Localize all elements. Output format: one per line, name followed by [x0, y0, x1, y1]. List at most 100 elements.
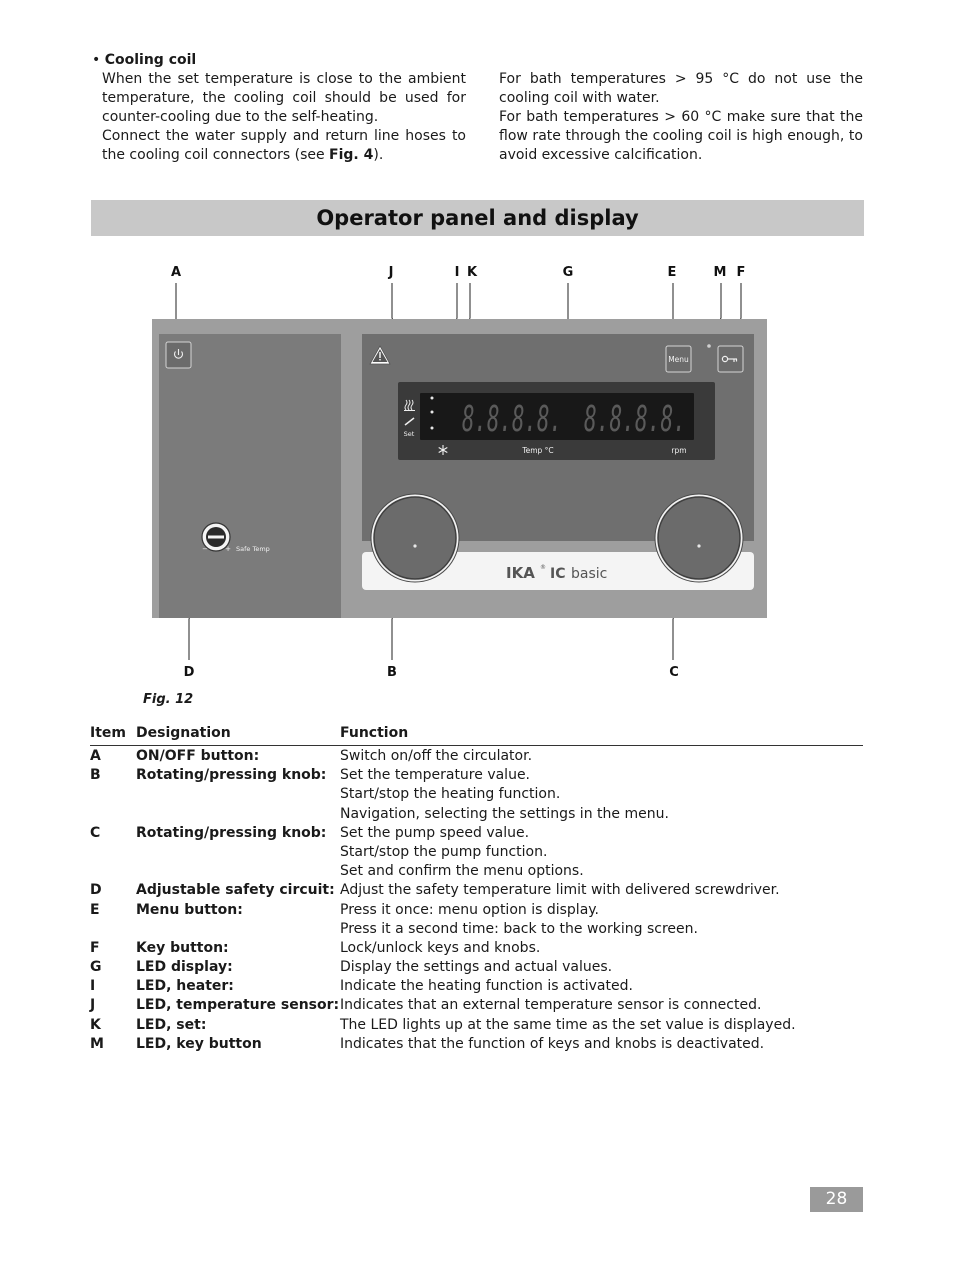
cooling-coil-paragraph-1: When the set temperature is close to the…	[102, 71, 466, 125]
sensor-led	[430, 410, 434, 414]
section-title: Operator panel and display	[316, 206, 639, 230]
row-item: A	[90, 748, 101, 764]
temperature-knob[interactable]	[370, 493, 460, 583]
callout-label-c: C	[669, 665, 679, 680]
row-designation: Rotating/pressing knob:	[136, 767, 327, 784]
temp-digits: 8.8.8.8.	[462, 399, 562, 440]
row-item: C	[90, 824, 101, 841]
row-item: J	[90, 997, 96, 1014]
speed-digits: 8.8.8.8.	[584, 399, 686, 440]
row-designation: Menu button:	[136, 901, 243, 918]
section-bar: Operator panel and display	[91, 200, 864, 236]
key-led	[707, 344, 711, 348]
function-line: Switch on/off the circulator.	[340, 748, 533, 764]
row-function: The LED lights up at the same time as th…	[340, 1016, 863, 1035]
row-designation: Key button:	[136, 939, 229, 956]
bath-temperature-notes: For bath temperatures > 95 °C do not use…	[499, 70, 863, 165]
safety-circuit-dial[interactable]	[201, 522, 231, 552]
table-row: A ON/OFF button: Switch on/off the circula…	[90, 747, 863, 766]
power-icon	[173, 349, 184, 359]
row-item: D	[90, 882, 102, 899]
menu-button[interactable]: Menu	[665, 345, 692, 373]
row-item: B	[90, 767, 101, 784]
function-line: Display the settings and actual values.	[340, 959, 613, 976]
row-function: Switch on/off the circulator.	[340, 747, 863, 766]
power-button[interactable]	[165, 341, 192, 369]
safety-plus-label: +	[225, 545, 231, 553]
brand-name: IKA	[506, 564, 535, 582]
callout-label-k: K	[467, 265, 478, 280]
brand-strip	[362, 552, 754, 590]
row-designation: Rotating/pressing knob:	[136, 824, 327, 841]
paragraph-text: Connect the water supply and return line…	[102, 128, 466, 163]
cooling-coil-paragraph-2: Connect the water supply and return line…	[92, 127, 466, 165]
row-item: E	[90, 901, 100, 918]
function-line: Start/stop the pump function.	[340, 843, 548, 860]
pump-speed-knob[interactable]	[654, 493, 744, 583]
page-number: 28	[810, 1187, 863, 1212]
operator-panel-figure: A J I K G E M F D B C Menu	[152, 265, 767, 680]
row-item: F	[90, 939, 100, 956]
row-function: Indicate the heating function is activat…	[340, 977, 863, 996]
set-led	[430, 426, 434, 430]
callout-label-g: G	[563, 265, 574, 280]
safe-temp-label: Safe Temp	[236, 545, 270, 553]
key-button[interactable]	[717, 345, 744, 373]
callout-label-f: F	[737, 265, 746, 280]
temp-unit-label: Temp °C	[521, 446, 553, 455]
function-line: Start/stop the heating function.	[340, 786, 561, 803]
table-row: M LED, key button Indicates that the funct…	[90, 1035, 863, 1054]
callout-label-i: I	[455, 265, 460, 280]
rpm-unit-label: rpm	[671, 446, 686, 455]
cooling-coil-heading: • Cooling coil	[92, 51, 466, 70]
table-row: K LED, set: The LED lights up at the same …	[90, 1016, 863, 1035]
function-line: Set the pump speed value.	[340, 824, 530, 841]
callout-label-e: E	[668, 265, 677, 280]
function-line: Navigation, selecting the settings in th…	[340, 805, 669, 822]
model-basic: basic	[571, 566, 607, 582]
left-subpanel	[159, 334, 341, 618]
table-row: F Key button: Lock/unlock keys and knobs.	[90, 939, 863, 958]
function-line: Lock/unlock keys and knobs.	[340, 939, 541, 956]
row-item: K	[90, 1016, 101, 1033]
row-designation: LED, set:	[136, 1016, 207, 1033]
callout-label-j: J	[388, 265, 394, 280]
heater-led	[430, 396, 434, 400]
table-header: Item Designation Function	[90, 725, 863, 746]
row-item: M	[90, 1035, 104, 1052]
function-line: Adjust the safety temperature limit with…	[340, 882, 780, 899]
row-function: Display the settings and actual values.	[340, 958, 863, 977]
row-designation: LED, key button	[136, 1035, 262, 1052]
function-line: Indicates that the function of keys and …	[340, 1035, 765, 1052]
row-function: Press it once: menu option is display.Pr…	[340, 901, 863, 939]
header-function: Function	[340, 725, 409, 741]
figure-reference: Fig. 4	[329, 147, 374, 163]
table-row: C Rotating/pressing knob: Set the pump spe…	[90, 824, 863, 882]
row-function: Indicates that the function of keys and …	[340, 1035, 863, 1054]
function-line: The LED lights up at the same time as th…	[340, 1016, 796, 1033]
cooling-coil-title: Cooling coil	[104, 52, 197, 68]
safety-minus-label: −	[202, 545, 208, 553]
brand-registered: ®	[540, 564, 546, 571]
warning-icon	[369, 345, 391, 365]
row-function: Set the pump speed value. Start/stop the …	[340, 824, 863, 882]
row-designation: ON/OFF button:	[136, 748, 260, 764]
bath-note-1: For bath temperatures > 95 °C do not use…	[499, 71, 863, 106]
row-function: Lock/unlock keys and knobs.	[340, 939, 863, 958]
paragraph-text-end: ).	[373, 147, 384, 163]
function-line: Indicate the heating function is activat…	[340, 978, 633, 995]
figure-caption: Fig. 12	[143, 692, 194, 707]
snowflake-icon	[438, 445, 448, 455]
function-line: Press it once: menu option is display.	[340, 901, 600, 918]
callout-label-b: B	[387, 665, 397, 680]
function-line: Set the temperature value.	[340, 767, 531, 784]
bath-note-2: For bath temperatures > 60 °C make sure …	[499, 109, 863, 163]
callout-label-m: M	[714, 265, 727, 280]
key-icon	[721, 355, 738, 363]
row-function: Set the temperature value. Start/stop the…	[340, 766, 863, 824]
cooling-coil-section: • Cooling coil When the set temperature …	[92, 51, 466, 165]
